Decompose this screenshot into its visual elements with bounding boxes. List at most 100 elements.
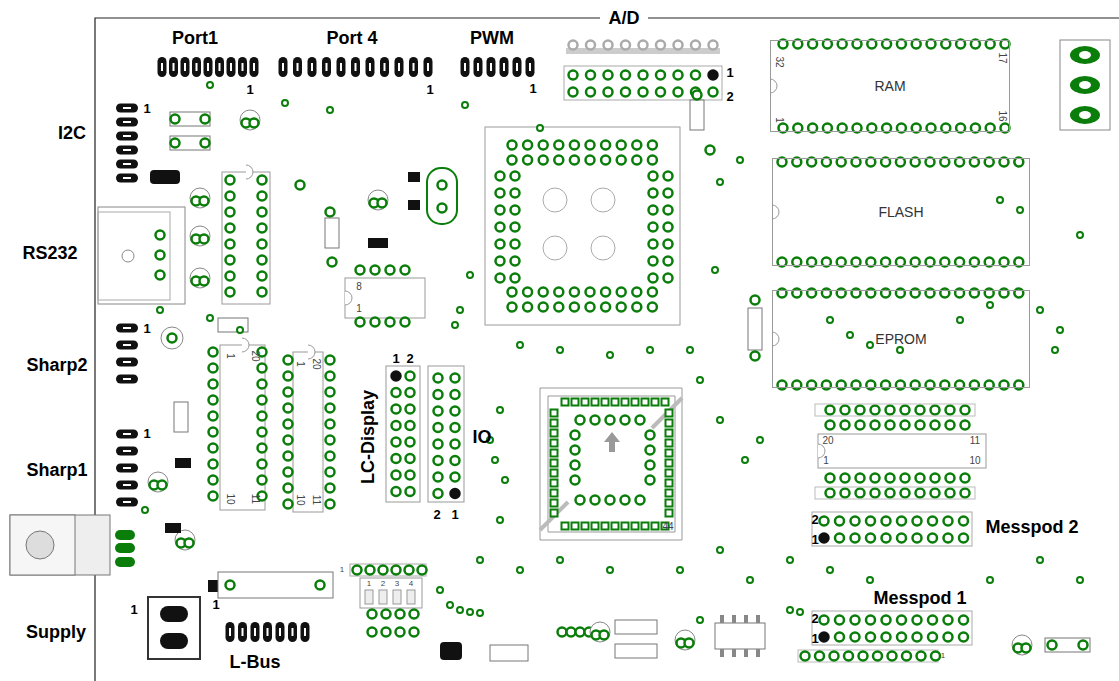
pad — [326, 388, 335, 397]
pin-number: 1 — [451, 508, 458, 521]
memory-chip: FLASH — [772, 158, 1030, 266]
header-pad — [366, 57, 375, 77]
pad-hole — [355, 63, 357, 71]
pad — [200, 277, 209, 286]
pin-number: 2 — [811, 612, 818, 625]
pad — [636, 496, 645, 505]
pad — [926, 381, 935, 390]
pad — [649, 206, 658, 215]
pad — [946, 421, 955, 430]
pad — [156, 251, 165, 260]
terminal-block — [148, 597, 200, 659]
pad-hole — [503, 63, 505, 71]
pad — [326, 208, 335, 217]
pad — [406, 421, 415, 430]
pad — [284, 500, 293, 509]
jumper-pad — [1070, 76, 1100, 94]
pad — [820, 616, 829, 625]
pad — [353, 566, 362, 575]
smd-pin — [732, 649, 736, 657]
component-outline — [10, 515, 75, 575]
pad — [648, 156, 657, 165]
header-pad — [116, 341, 138, 350]
pad — [523, 156, 532, 165]
mounting-hole — [591, 236, 615, 260]
pad — [685, 639, 694, 648]
pin-number: 17 — [997, 52, 1007, 63]
pad — [592, 523, 599, 530]
via — [897, 347, 903, 353]
pad — [666, 460, 673, 467]
header-pad — [487, 57, 496, 77]
pad — [258, 288, 267, 297]
header-pad — [395, 57, 404, 77]
header-pad — [238, 57, 247, 77]
pad — [569, 41, 578, 50]
pad — [666, 510, 673, 517]
pad-hole — [297, 63, 299, 71]
via — [717, 417, 723, 423]
pad — [438, 204, 447, 213]
pad — [666, 500, 673, 507]
pad — [326, 484, 335, 493]
pad — [931, 421, 940, 430]
connector-name: Sharp1 — [26, 461, 87, 479]
component-outline — [615, 644, 657, 658]
pad — [326, 404, 335, 413]
header-pad — [204, 57, 213, 77]
pad — [642, 399, 649, 406]
component-outline — [812, 611, 972, 645]
pad — [539, 156, 548, 165]
pad — [946, 406, 955, 415]
pad — [392, 421, 401, 430]
pad — [258, 476, 267, 485]
header-pad — [158, 57, 167, 77]
pad — [648, 288, 657, 297]
pad — [709, 71, 718, 80]
pin-number: 1 — [774, 117, 784, 123]
pad — [209, 380, 218, 389]
ic-notch — [242, 338, 249, 352]
pin-number: 1 — [392, 352, 399, 365]
via — [1037, 307, 1043, 313]
capacitor-symbol — [175, 458, 191, 468]
pad — [586, 156, 595, 165]
via — [737, 157, 743, 163]
pad — [511, 172, 520, 181]
pin-number: 1 — [246, 83, 253, 96]
pad — [931, 652, 940, 661]
pad — [406, 372, 415, 381]
pad — [674, 41, 683, 50]
pad — [396, 610, 405, 619]
pin-number: 44 — [662, 522, 673, 532]
pin-number: 1 — [212, 598, 219, 611]
jumper — [150, 170, 180, 184]
pad — [356, 266, 365, 275]
pad — [406, 487, 415, 496]
pad — [576, 416, 585, 425]
header-pad — [226, 622, 235, 642]
pad — [511, 257, 520, 266]
chip-label: RAM — [874, 78, 905, 94]
via — [1017, 207, 1023, 213]
pad — [666, 410, 673, 417]
pad — [944, 633, 953, 642]
pad — [844, 652, 853, 661]
pad — [558, 628, 567, 637]
pad — [959, 517, 968, 526]
pad — [820, 633, 829, 642]
pad — [496, 274, 505, 283]
pad — [604, 41, 613, 50]
pin-number: 1 — [225, 353, 235, 359]
transistor-outline — [161, 327, 183, 349]
component-outline — [1045, 638, 1090, 652]
via — [867, 342, 873, 348]
pad — [410, 628, 419, 637]
pad — [961, 474, 970, 483]
pad — [841, 421, 850, 430]
pad — [258, 272, 267, 281]
smd-pin — [756, 649, 760, 657]
pad — [451, 374, 460, 383]
pad — [961, 406, 970, 415]
pad — [258, 192, 267, 201]
